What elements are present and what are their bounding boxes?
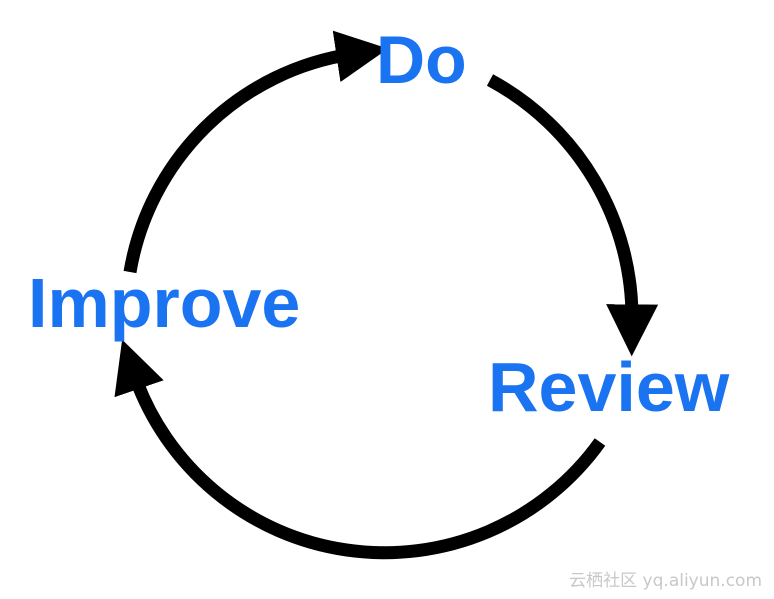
step-label-review: Review [488,348,730,426]
watermark-text: 云栖社区 yq.aliyun.com [569,571,762,591]
arrow-improve-to-do [123,30,388,274]
arrow-do-to-review [486,74,659,357]
step-label-improve: Improve [28,264,301,342]
arrow-review-to-improve [114,339,606,560]
step-label-do: Do [376,22,467,98]
